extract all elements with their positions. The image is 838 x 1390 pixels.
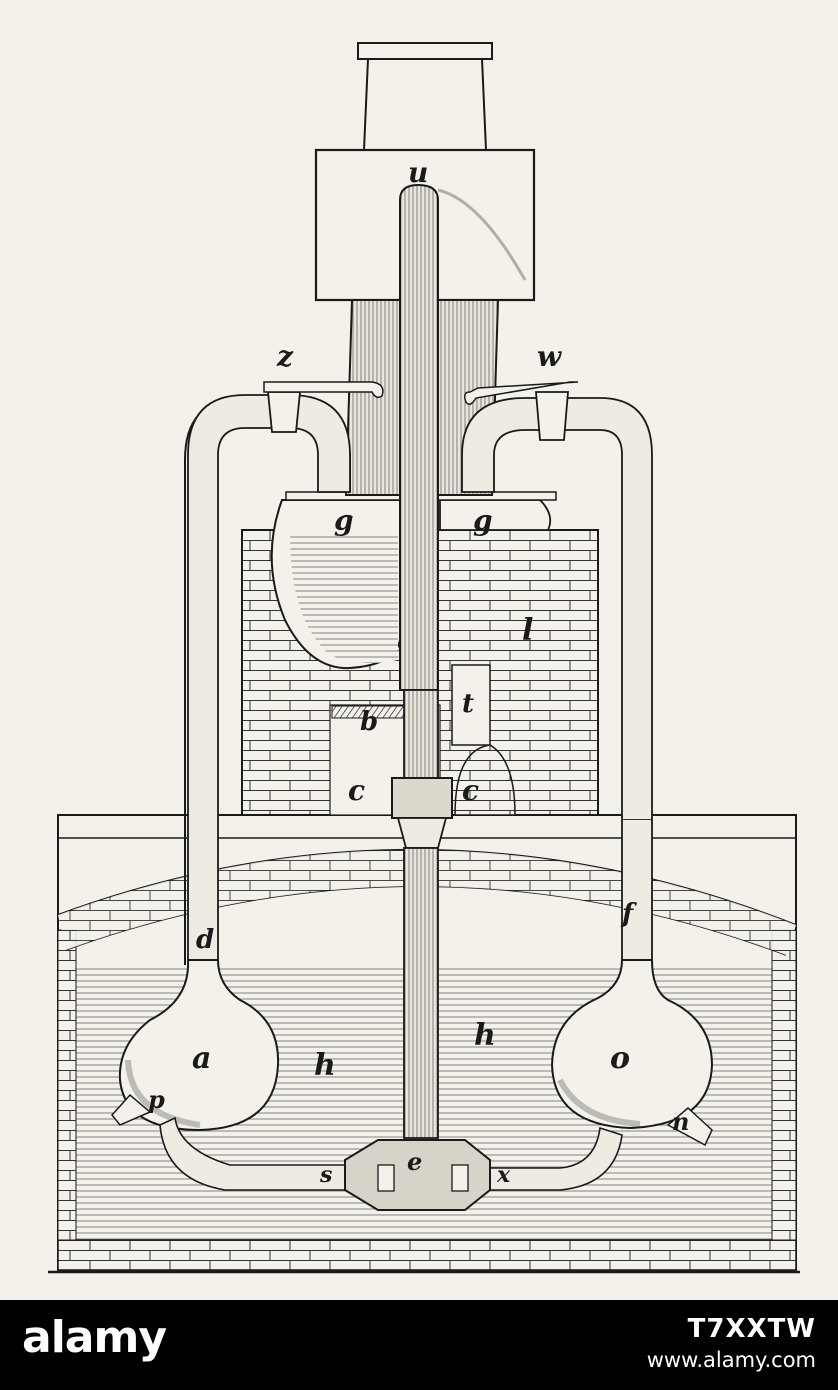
valve-w bbox=[535, 391, 569, 441]
globe-a bbox=[111, 959, 280, 1132]
valve-chamber-e bbox=[344, 1139, 491, 1211]
label-w: w bbox=[537, 340, 562, 373]
right-tube bbox=[461, 381, 653, 961]
spout-p bbox=[111, 1093, 152, 1126]
label-u: u bbox=[408, 156, 428, 189]
label-e: e bbox=[407, 1147, 422, 1176]
label-s: s bbox=[319, 1162, 332, 1188]
watermark-info: T7XXTW www.alamy.com bbox=[647, 1314, 816, 1372]
label-c-right: c bbox=[462, 774, 479, 807]
central-pipe bbox=[344, 183, 527, 1211]
alamy-logo: alamy bbox=[22, 1312, 167, 1363]
label-t: t bbox=[462, 689, 474, 719]
label-l: l bbox=[522, 613, 533, 648]
fire-door bbox=[451, 664, 491, 746]
label-o: o bbox=[610, 1041, 630, 1076]
watermark-url: www.alamy.com bbox=[646, 1348, 816, 1372]
label-n: n bbox=[672, 1107, 689, 1136]
label-h-right: h bbox=[474, 1018, 496, 1053]
label-a: a bbox=[192, 1041, 211, 1076]
spout-n bbox=[666, 1106, 713, 1147]
label-p: p bbox=[148, 1085, 165, 1114]
pump-c bbox=[391, 777, 453, 819]
globe-o bbox=[550, 959, 714, 1147]
engraving-apparatus: u z w g g l b t c c d f a o h h p n s e … bbox=[48, 42, 800, 1274]
label-d: d bbox=[196, 925, 214, 955]
label-f: f bbox=[620, 899, 637, 929]
label-x: x bbox=[496, 1162, 511, 1188]
label-g-left: g bbox=[334, 504, 354, 537]
label-b: b bbox=[360, 707, 378, 737]
image-id-text: T7XXTW bbox=[687, 1314, 816, 1344]
left-tube bbox=[184, 381, 384, 965]
watermark-bar: alamy T7XXTW www.alamy.com bbox=[0, 1300, 838, 1390]
bottom-tubes bbox=[159, 1116, 623, 1191]
valve-z bbox=[267, 391, 301, 433]
label-g-right: g bbox=[473, 504, 493, 537]
label-z: z bbox=[276, 340, 294, 373]
label-h-left: h bbox=[314, 1048, 336, 1083]
label-c-left: c bbox=[348, 774, 365, 807]
